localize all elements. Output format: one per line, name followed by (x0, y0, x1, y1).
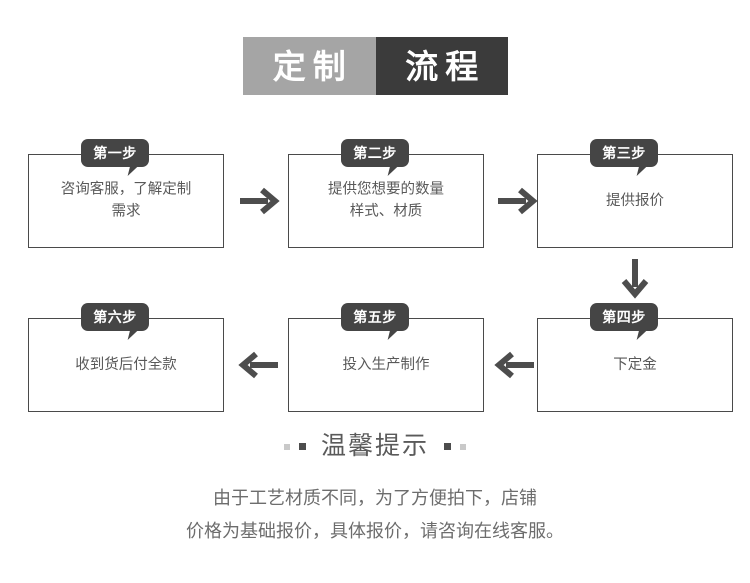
decorative-square-icon-left-inner (298, 443, 306, 450)
flow-step-text-2: 提供您想要的数量 样式、材质 (328, 181, 444, 220)
step-badge-label-5: 第五步 (353, 309, 397, 325)
flow-step-3: 第三步 提供报价 (537, 139, 733, 248)
flow-step-6: 第六步 收到货后付全款 (28, 303, 224, 412)
decorative-square-icon-left-outer (283, 443, 290, 450)
speech-bubble-tail-icon (636, 329, 649, 340)
speech-bubble-tail-icon (127, 165, 140, 176)
arrow-left-icon (238, 351, 278, 379)
tips-note: 由于工艺材质不同，为了方便拍下，店铺 价格为基础报价，具体报价，请咨询在线客服。 (0, 482, 750, 549)
speech-bubble-tail-icon (127, 329, 140, 340)
step-badge-label-4: 第四步 (602, 309, 646, 325)
step-badge-6: 第六步 (81, 303, 149, 340)
flow-step-1: 第一步 咨询客服，了解定制 需求 (28, 139, 224, 248)
arrow-step1-to-step2 (238, 187, 282, 215)
speech-bubble-tail-icon (387, 165, 400, 176)
flow-step-4: 第四步 下定金 (537, 303, 733, 412)
speech-bubble-tail-icon (387, 329, 400, 340)
flow-step-text-6: 收到货后付全款 (75, 356, 177, 373)
arrow-right-icon (498, 187, 538, 215)
decorative-square-icon-right-outer (460, 443, 466, 450)
flow-step-text-4: 下定金 (613, 356, 657, 373)
arrow-step3-to-step4 (621, 257, 649, 301)
speech-bubble-tail-icon (636, 165, 649, 176)
step-badge-1: 第一步 (81, 139, 149, 176)
page-title-part-2: 流程 (375, 37, 508, 95)
tips-title-label: 温馨提示 (320, 432, 429, 460)
step-badge-4: 第四步 (590, 303, 658, 340)
tips-heading: 温馨提示 (0, 434, 750, 459)
arrow-step2-to-step3 (496, 187, 540, 215)
flow-step-2: 第二步 提供您想要的数量 样式、材质 (288, 139, 484, 248)
arrow-down-icon (621, 259, 649, 299)
arrow-right-icon (240, 187, 280, 215)
arrow-step5-to-step6 (236, 351, 280, 379)
page-title-banner: 定制 流程 (243, 37, 508, 95)
arrow-step4-to-step5 (492, 351, 536, 379)
tips-note-line-1: 由于工艺材质不同，为了方便拍下，店铺 (213, 488, 537, 508)
step-badge-label-1: 第一步 (93, 145, 137, 161)
step-badge-2: 第二步 (341, 139, 409, 176)
page-title-part-1: 定制 (243, 37, 376, 95)
step-badge-label-3: 第三步 (602, 145, 646, 161)
step-badge-label-2: 第二步 (353, 145, 397, 161)
decorative-square-icon-right-inner (444, 443, 451, 450)
step-badge-3: 第三步 (590, 139, 658, 176)
flow-step-text-5: 投入生产制作 (342, 356, 430, 373)
arrow-left-icon (494, 351, 534, 379)
flow-step-text-1: 咨询客服，了解定制 需求 (60, 181, 192, 220)
flow-step-text-3: 提供报价 (606, 192, 664, 209)
step-badge-5: 第五步 (341, 303, 409, 340)
step-badge-label-6: 第六步 (93, 309, 137, 325)
tips-note-line-2: 价格为基础报价，具体报价，请咨询在线客服。 (186, 521, 564, 542)
flow-step-5: 第五步 投入生产制作 (288, 303, 484, 412)
